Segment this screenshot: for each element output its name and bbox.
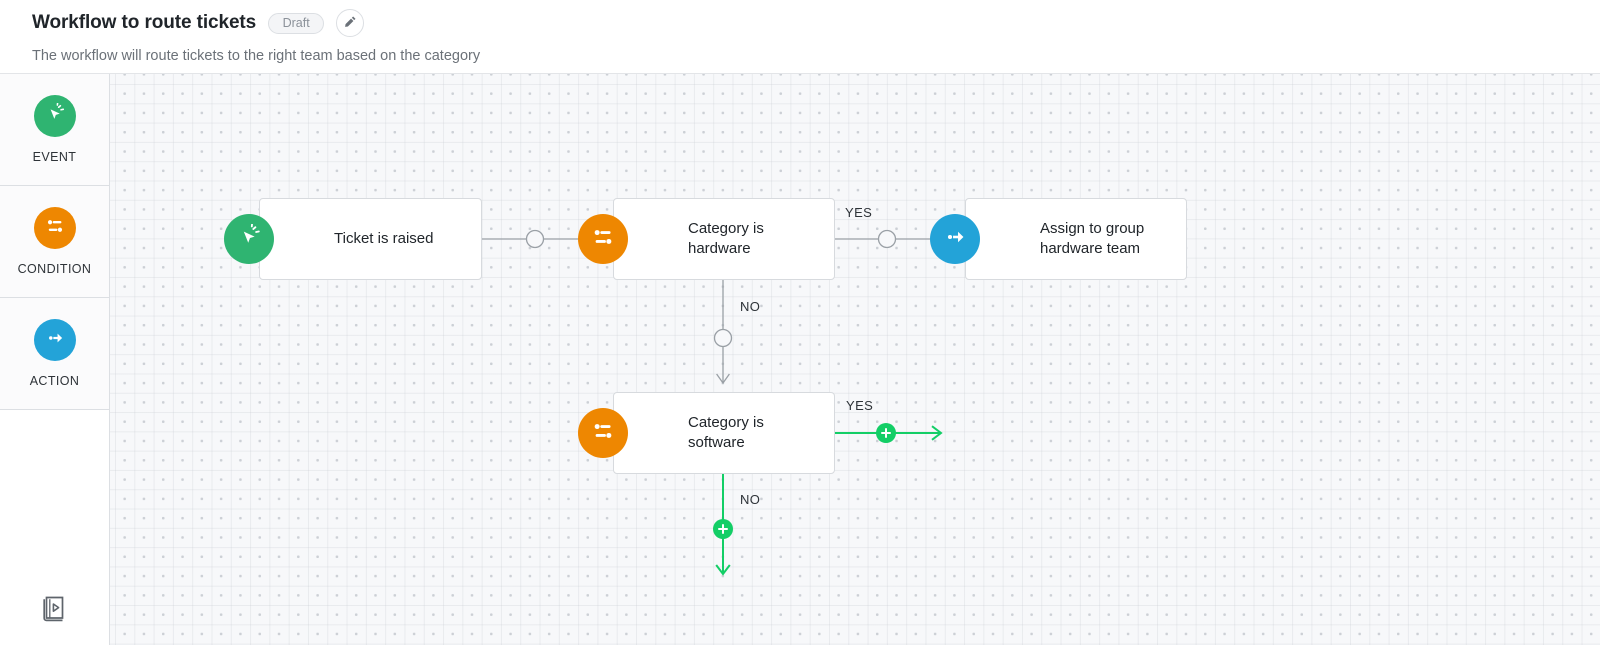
action-badge [930,214,980,264]
edge-event-to-hardware[interactable] [482,229,614,249]
canvas-inner: YES NO YES NO [110,74,1600,645]
edge-label-software-yes: YES [846,398,874,413]
cursor-click-icon [236,222,262,255]
sliders-icon [590,418,616,449]
event-badge [224,214,274,264]
edge-hardware-no[interactable] [713,280,733,388]
arrow-action-icon [942,224,968,255]
page-title: Workflow to route tickets [32,12,257,33]
sidebar-item-label: EVENT [32,150,77,164]
add-node-button-software-no[interactable] [713,519,733,539]
condition-badge [578,214,628,264]
status-badge: Draft [268,12,325,34]
flow-node-label: Assign to group hardware team [1040,219,1145,257]
help-area [0,595,108,623]
title-row: Workflow to route tickets Draft [32,8,1600,38]
flow-node-label: Category is software [688,413,764,451]
sidebar-item-event[interactable]: EVENT [0,74,109,186]
edge-label-hardware-no: NO [740,299,761,314]
arrow-action-icon [44,327,66,354]
condition-badge [33,207,76,249]
edge-label-software-no: NO [740,492,761,507]
workflow-canvas[interactable]: YES NO YES NO [110,74,1600,645]
flow-node-label: Category is hardware [688,219,764,257]
page-subtitle: The workflow will route tickets to the r… [32,48,481,64]
flow-node-condition-software[interactable]: Category is software [578,392,835,474]
workflow-body: EVENT CONDITION [0,74,1600,645]
flow-node-event[interactable]: Ticket is raised [224,198,482,280]
action-badge [33,319,76,361]
sidebar-item-label: ACTION [29,374,80,388]
sliders-icon [590,224,616,255]
event-badge [33,95,76,137]
sidebar-item-action[interactable]: ACTION [0,298,109,410]
add-node-button-software-yes[interactable] [876,423,896,443]
pencil-icon [343,15,357,32]
flow-node-action-hardware[interactable]: Assign to group hardware team [930,198,1187,280]
flow-node-label: Ticket is raised [334,229,434,247]
cursor-click-icon [44,101,66,130]
page-header: Workflow to route tickets Draft The work… [0,0,1600,74]
palette-sidebar: EVENT CONDITION [0,74,110,645]
edge-label-hardware-yes: YES [845,205,873,220]
sidebar-item-label: CONDITION [17,262,92,276]
edit-title-button[interactable] [336,9,365,37]
flow-node-condition-hardware[interactable]: Category is hardware [578,198,835,280]
sliders-icon [44,215,66,242]
sidebar-item-condition[interactable]: CONDITION [0,186,109,298]
video-guide-book-icon[interactable] [41,595,67,623]
condition-badge [578,408,628,458]
